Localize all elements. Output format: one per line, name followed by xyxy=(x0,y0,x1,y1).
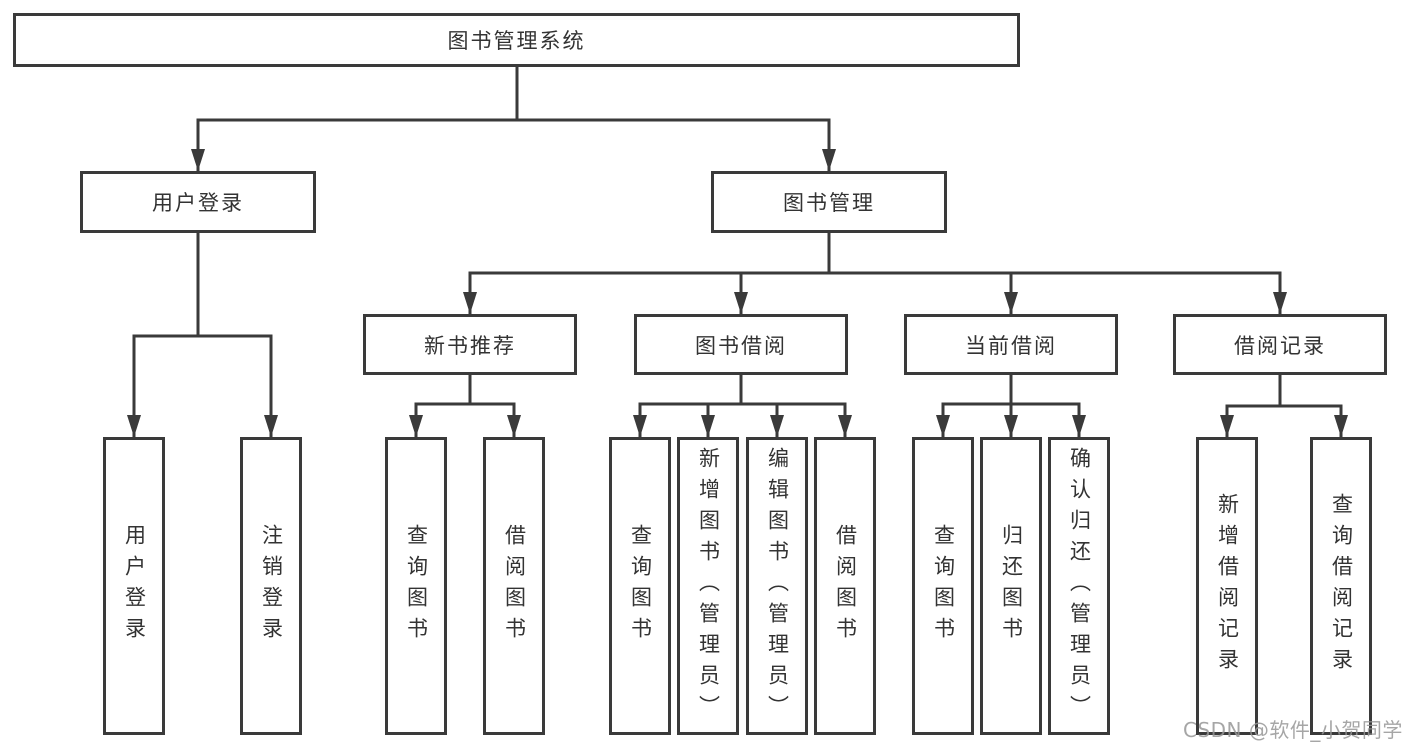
connector xyxy=(638,373,847,406)
node-book-management: 图书管理 xyxy=(711,171,947,233)
leaf-records-add-record: 新增借阅记录 xyxy=(1196,437,1258,735)
leaf-current-return-books: 归还图书 xyxy=(980,437,1042,735)
node-label: 新增图书（管理员） xyxy=(696,446,721,726)
leaf-newbook-query-books: 查询图书 xyxy=(385,437,447,735)
connector xyxy=(941,373,1081,406)
node-new-book-recommend: 新书推荐 xyxy=(363,314,577,375)
node-label: 查询借阅记录 xyxy=(1329,493,1354,679)
leaf-borrow-edit-books-admin: 编辑图书（管理员） xyxy=(746,437,808,735)
node-label: 图书借阅 xyxy=(695,333,787,358)
node-label: 用户登录 xyxy=(122,524,147,648)
node-current-borrow: 当前借阅 xyxy=(904,314,1118,375)
node-label: 注销登录 xyxy=(259,524,284,648)
csdn-watermark: CSDN @软件_小贺同学 xyxy=(1183,718,1403,742)
node-label: 新书推荐 xyxy=(424,333,516,358)
node-label: 当前借阅 xyxy=(965,333,1057,358)
node-label: 查询图书 xyxy=(404,524,429,648)
node-label: 用户登录 xyxy=(152,191,244,215)
leaf-records-query-record: 查询借阅记录 xyxy=(1310,437,1372,735)
leaf-borrow-add-books-admin: 新增图书（管理员） xyxy=(677,437,739,735)
connector xyxy=(1225,373,1343,408)
node-label: 确认归还（管理员） xyxy=(1067,446,1092,726)
leaf-current-confirm-return-admin: 确认归还（管理员） xyxy=(1048,437,1110,735)
node-label: 查询图书 xyxy=(931,524,956,648)
node-label: 图书管理系统 xyxy=(447,29,586,53)
node-label: 新增借阅记录 xyxy=(1215,493,1240,679)
node-borrow-records: 借阅记录 xyxy=(1173,314,1387,375)
leaf-borrow-borrow-books: 借阅图书 xyxy=(814,437,876,735)
leaf-current-query-books: 查询图书 xyxy=(912,437,974,735)
connector xyxy=(414,373,516,406)
node-label: 图书管理 xyxy=(783,191,875,215)
node-label: 查询图书 xyxy=(628,524,653,648)
leaf-newbook-borrow-books: 借阅图书 xyxy=(483,437,545,735)
node-label: 借阅图书 xyxy=(833,524,858,648)
node-label: 编辑图书（管理员） xyxy=(765,446,790,726)
node-library-system: 图书管理系统 xyxy=(13,13,1020,67)
node-book-borrow: 图书借阅 xyxy=(634,314,848,375)
connector xyxy=(132,231,273,338)
node-label: 借阅记录 xyxy=(1234,333,1326,358)
node-label: 借阅图书 xyxy=(502,524,527,648)
leaf-user-login: 用户登录 xyxy=(103,437,165,735)
leaf-logout: 注销登录 xyxy=(240,437,302,735)
leaf-borrow-query-books: 查询图书 xyxy=(609,437,671,735)
node-user-login: 用户登录 xyxy=(80,171,316,233)
connector xyxy=(468,231,1282,275)
node-label: 归还图书 xyxy=(999,524,1024,648)
connector xyxy=(196,65,831,122)
